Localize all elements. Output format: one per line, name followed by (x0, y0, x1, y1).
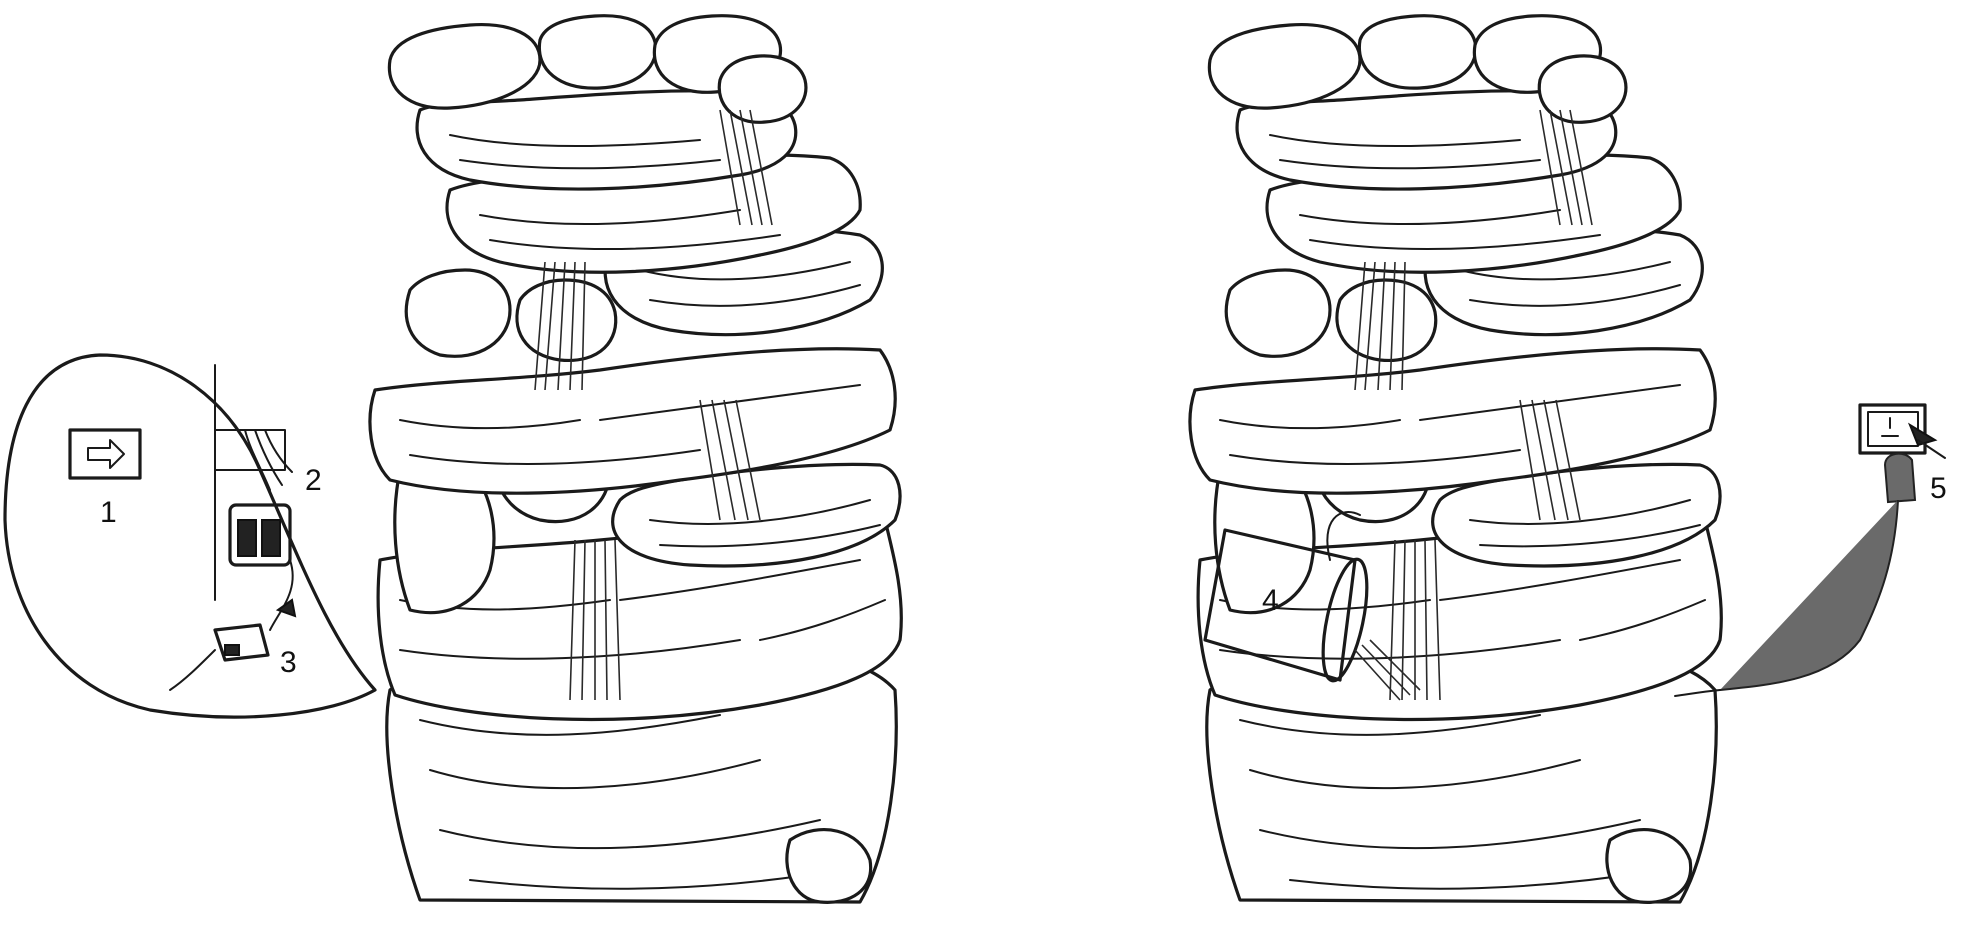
step-1-label: 1 (100, 496, 117, 529)
step-2-label: 2 (305, 464, 322, 497)
step-5-plug-icon (1720, 405, 1945, 690)
step-3-transformer-icon (170, 600, 295, 690)
step-4-label: 4 (1262, 584, 1279, 617)
step-3-label: 3 (280, 646, 297, 679)
fountain-left (370, 16, 901, 903)
step-1-arrow-icon (70, 430, 140, 478)
detail-callout (5, 355, 375, 717)
step-5-label: 5 (1930, 472, 1947, 505)
fountain-right (1190, 16, 1721, 903)
